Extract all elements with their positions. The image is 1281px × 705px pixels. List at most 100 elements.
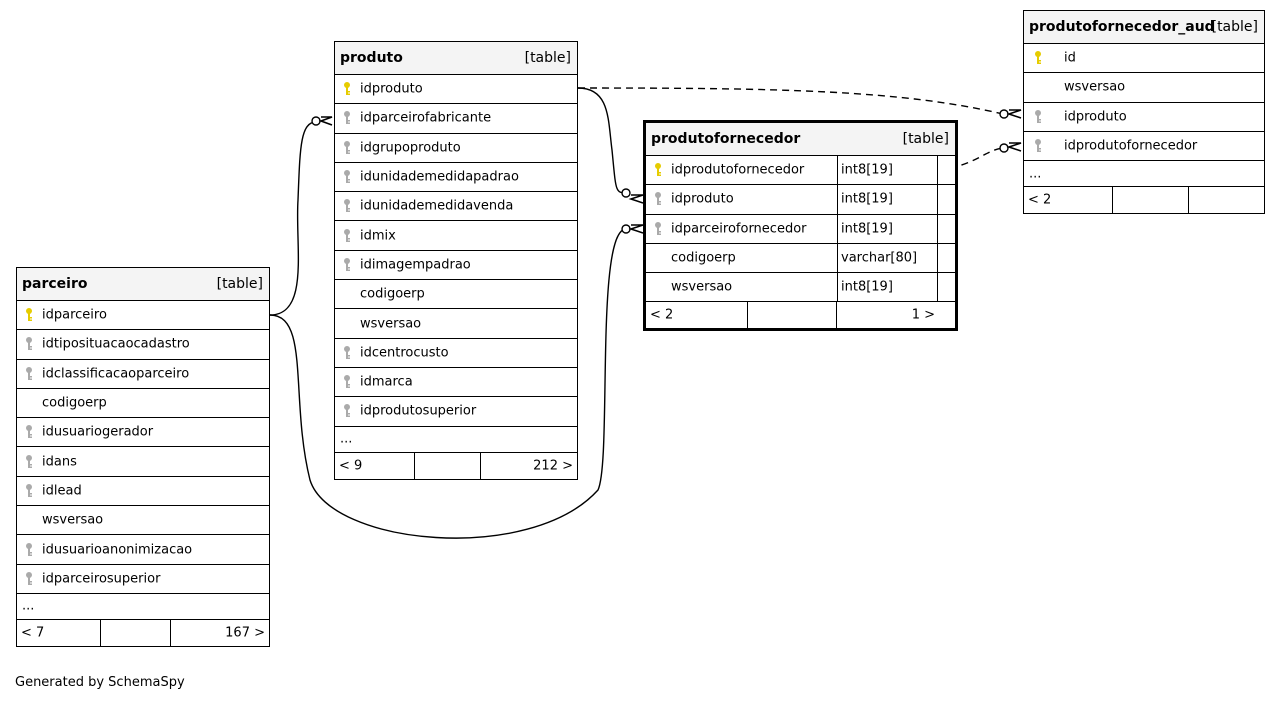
column-name: wsversao (671, 279, 733, 295)
table-produtofornecedor-aud[interactable]: produtofornecedor_aud [table] id wsversao… (1023, 10, 1265, 215)
column-name: idclassificacaoparceiro (42, 366, 190, 382)
table-header[interactable]: produtofornecedor [table] (646, 123, 955, 156)
table-kind: [table] (1211, 19, 1258, 35)
foreign-key-icon (1034, 109, 1042, 125)
column-name: wsversao (1064, 79, 1126, 95)
column-divider (937, 185, 938, 214)
parent-count[interactable]: < 9 (339, 458, 363, 474)
column-row[interactable]: idunidademedidavenda (335, 192, 577, 222)
relationship-arrowhead (628, 224, 644, 234)
more-columns: ... (1029, 166, 1042, 182)
column-name: codigoerp (42, 395, 107, 411)
table-kind: [table] (216, 276, 263, 292)
column-row[interactable]: idusuarioanonimizacao (17, 535, 269, 565)
foreign-key-icon (25, 454, 33, 470)
column-divider (837, 156, 838, 185)
table-produtofornecedor[interactable]: produtofornecedor [table] idprodutoforne… (643, 120, 958, 332)
column-row[interactable]: id (1024, 44, 1264, 74)
relationship-arrowhead (1006, 109, 1022, 119)
column-name: idusuariogerador (42, 424, 154, 440)
column-name: idprodutofornecedor (1064, 138, 1198, 154)
relationship-optional-marker (999, 143, 1009, 153)
column-divider (937, 273, 938, 302)
table-header[interactable]: parceiro [table] (17, 268, 269, 301)
foreign-key-icon (654, 191, 662, 207)
column-name: idgrupoproduto (360, 140, 461, 156)
child-count[interactable]: 212 > (533, 458, 573, 474)
generated-by-caption[interactable]: Generated by SchemaSpy (15, 675, 185, 690)
column-row[interactable]: idcentrocusto (335, 339, 577, 368)
column-row[interactable]: idusuariogerador (17, 418, 269, 448)
more-columns: ... (22, 598, 35, 614)
child-count[interactable]: 167 > (225, 625, 265, 641)
column-row[interactable]: wsversao (335, 309, 577, 339)
column-name: idparceirofornecedor (671, 221, 807, 237)
column-name: idprodutofornecedor (671, 162, 805, 178)
table-header[interactable]: produtofornecedor_aud [table] (1024, 11, 1264, 44)
foreign-key-icon (343, 228, 351, 244)
column-divider (937, 243, 938, 273)
relationship-arrowhead (318, 116, 333, 126)
column-divider (837, 243, 838, 273)
column-row[interactable]: idparceiro (17, 301, 269, 331)
column-row[interactable]: idunidademedidapadrao (335, 163, 577, 193)
column-row[interactable]: idimagempadrao (335, 251, 577, 281)
foreign-key-icon (343, 403, 351, 419)
column-row[interactable]: idtiposituacaocadastro (17, 330, 269, 360)
column-row[interactable]: wsversao (1024, 73, 1264, 103)
child-count[interactable]: 1 > (911, 307, 935, 323)
column-row[interactable]: idgrupoproduto (335, 134, 577, 163)
column-row[interactable]: idparceirosuperior (17, 565, 269, 594)
table-kind: [table] (902, 131, 949, 147)
relationship-produtofornecedor-aud (937, 147, 1004, 171)
column-row[interactable]: idmix (335, 221, 577, 251)
column-row[interactable]: idproduto (1024, 103, 1264, 132)
column-row[interactable]: idprodutofornecedor int8[19] (646, 156, 955, 186)
parent-count[interactable]: < 2 (650, 307, 674, 323)
column-row[interactable]: wsversao (17, 506, 269, 536)
relationship-parceiro-produtofornecedor (269, 228, 627, 539)
column-type: int8[19] (841, 221, 893, 237)
column-row[interactable]: codigoerp (17, 389, 269, 419)
column-name: idmarca (360, 374, 413, 390)
column-name: wsversao (360, 316, 422, 332)
foreign-key-icon (25, 571, 33, 587)
parent-count[interactable]: < 2 (1028, 192, 1052, 208)
column-row[interactable]: idparceirofabricante (335, 104, 577, 134)
column-row[interactable]: idlead (17, 477, 269, 507)
table-name: produtofornecedor (651, 131, 801, 147)
table-footer: < 9 212 > (335, 452, 577, 479)
column-name: idmix (360, 228, 396, 244)
parent-count[interactable]: < 7 (21, 625, 45, 641)
foreign-key-icon (25, 542, 33, 558)
column-divider (937, 156, 938, 185)
column-divider (937, 214, 938, 243)
column-type: int8[19] (841, 279, 893, 295)
table-name: produto (340, 50, 403, 66)
column-row[interactable]: codigoerp (335, 280, 577, 310)
column-divider (837, 214, 838, 243)
column-row[interactable]: idans (17, 447, 269, 477)
more-columns-row: ... (17, 594, 269, 620)
column-row[interactable]: idprodutosuperior (335, 397, 577, 427)
foreign-key-icon (343, 345, 351, 361)
foreign-key-icon (343, 374, 351, 390)
column-type: int8[19] (841, 162, 893, 178)
primary-key-icon (1034, 50, 1042, 66)
column-row[interactable]: idmarca (335, 368, 577, 398)
column-row[interactable]: idprodutofornecedor (1024, 132, 1264, 162)
column-name: idunidademedidapadrao (360, 169, 519, 185)
column-row[interactable]: idparceirofornecedor int8[19] (646, 214, 955, 244)
foreign-key-icon (25, 366, 33, 382)
column-row[interactable]: idclassificacaoparceiro (17, 360, 269, 389)
column-row[interactable]: idproduto (335, 75, 577, 105)
column-name: idproduto (671, 191, 734, 207)
table-header[interactable]: produto [table] (335, 42, 577, 75)
foreign-key-icon (343, 198, 351, 214)
column-row[interactable]: wsversao int8[19] (646, 273, 955, 303)
